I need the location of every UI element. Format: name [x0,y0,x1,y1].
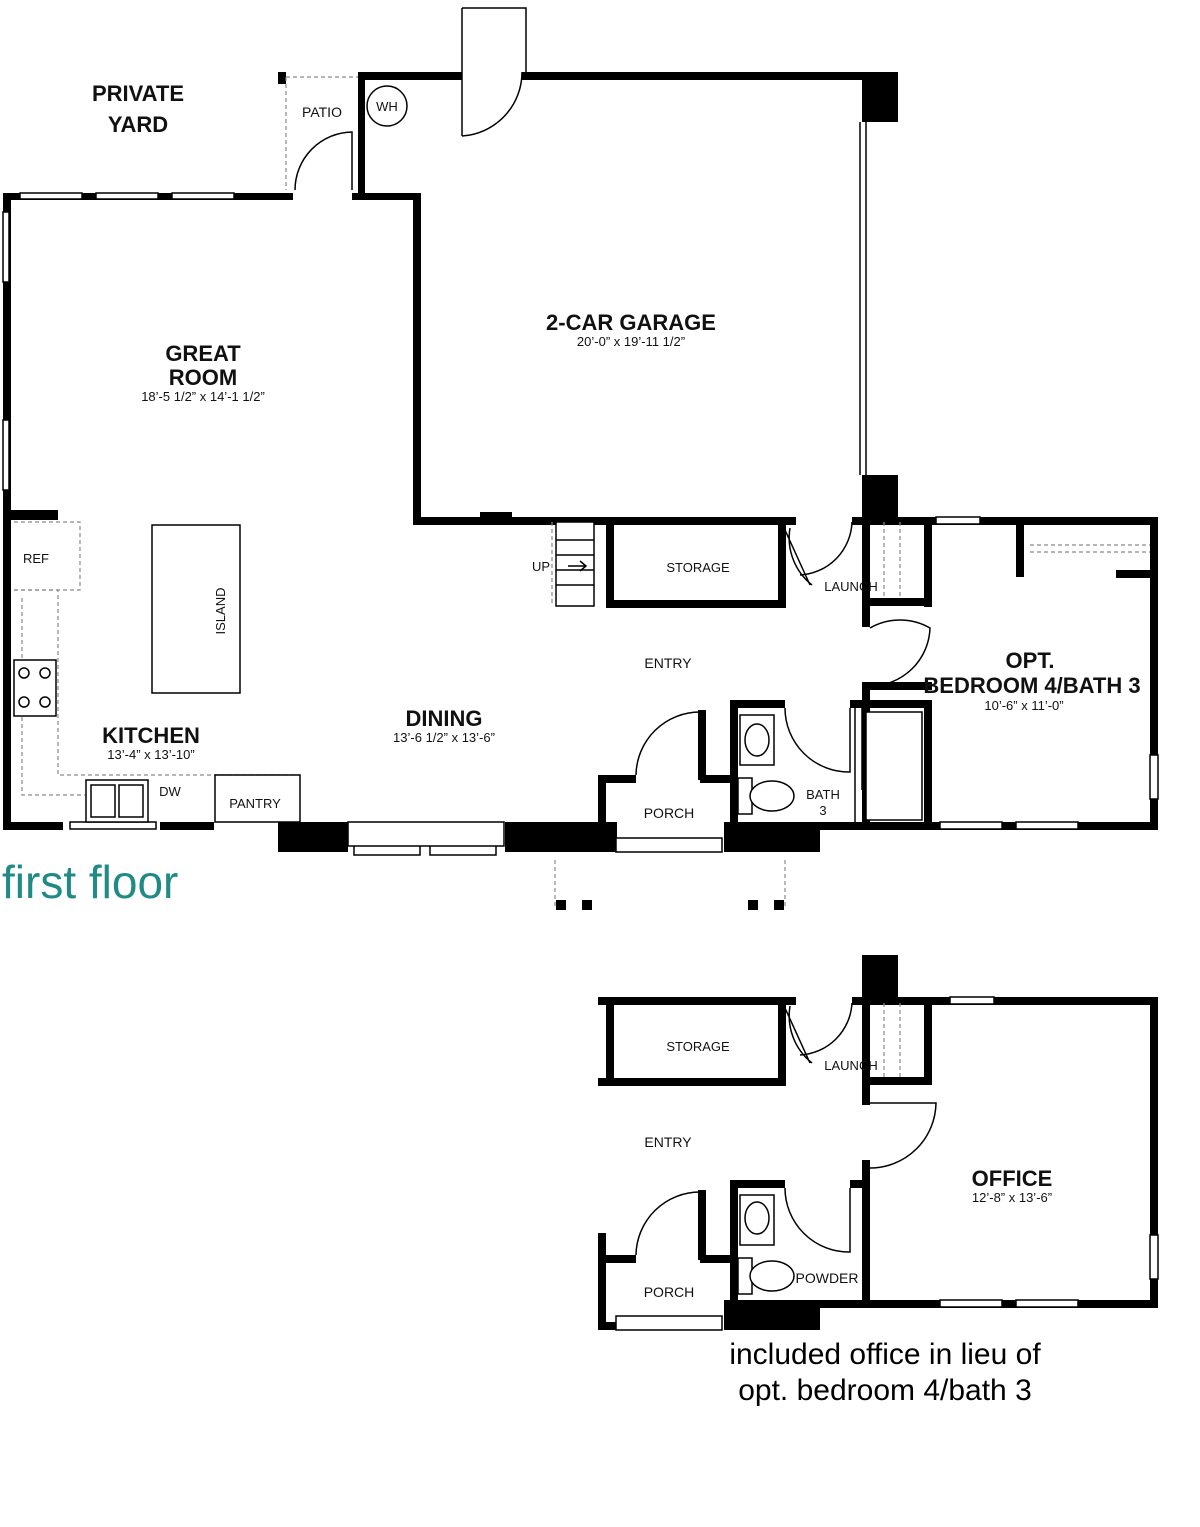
windows-first-floor [2,122,1159,856]
opt-bedroom-label-2: BEDROOM 4/BATH 3 [923,673,1140,698]
fixtures-first-floor [13,85,923,823]
garage-label: 2-CAR GARAGE [546,310,716,335]
floor-title: first floor [2,856,178,908]
labels-alt-plan: STORAGE LAUNCH ENTRY OFFICE 12’-8” x 13’… [644,1039,1053,1300]
fixtures-alt-plan [737,1194,795,1295]
powder-label: POWDER [796,1270,859,1286]
windows-alt-plan [615,996,1159,1331]
water-heater-icon [366,85,408,127]
shower-icon [865,711,923,821]
launch-label: LAUNCH [824,579,877,594]
great-room-label-2: ROOM [169,365,237,390]
alt-entry-label: ENTRY [644,1134,692,1150]
bath3-label-2: 3 [819,803,826,818]
office-dim: 12’-8” x 13’-6” [972,1190,1052,1205]
opt-bedroom-label: OPT. [1006,648,1055,673]
private-yard-label-2: YARD [108,112,168,137]
great-room-label: GREAT [165,341,241,366]
patio-label: PATIO [302,104,342,120]
doors-alt-plan [635,1002,937,1256]
island-label: ISLAND [213,588,228,635]
toilet-icon [749,780,795,812]
dining-dim: 13’-6 1/2” x 13’-6” [393,730,495,745]
pantry-label: PANTRY [229,796,281,811]
alt-storage-label: STORAGE [666,1039,730,1054]
alt-caption-line-1: included office in lieu of [729,1338,1041,1371]
opt-bedroom-dim: 10’-6” x 11’-0” [984,698,1063,713]
wh-label: WH [376,99,398,114]
great-room-dim: 18’-5 1/2” x 14’-1 1/2” [141,389,265,404]
alt-caption-line-2: opt. bedroom 4/bath 3 [738,1374,1032,1407]
entry-label: ENTRY [644,655,692,671]
labels-first-floor: PRIVATE YARD PATIO WH 2-CAR GARAGE 20’-0… [23,81,1141,821]
island-icon [151,524,241,694]
doors-first-floor [294,7,931,825]
office-label: OFFICE [972,1166,1053,1191]
bath3-label: BATH [806,787,840,802]
walls-first-floor [3,72,1158,910]
dashed-outlines-first-floor [14,76,1150,908]
dining-label: DINING [406,706,483,731]
kitchen-dim: 13’-4” x 13’-10” [107,747,194,762]
toilet-icon [749,1260,795,1292]
kitchen-label: KITCHEN [102,723,200,748]
storage-label: STORAGE [666,560,730,575]
porch-label: PORCH [644,805,695,821]
ref-label: REF [23,551,49,566]
garage-dim: 20’-0” x 19’-11 1/2” [577,334,685,349]
up-label: UP [532,559,550,574]
alt-launch-label: LAUNCH [824,1058,877,1073]
dw-label: DW [159,784,181,799]
private-yard-label: PRIVATE [92,81,184,106]
range-icon [13,659,57,717]
alt-porch-label: PORCH [644,1284,695,1300]
pantry-box [214,774,301,823]
